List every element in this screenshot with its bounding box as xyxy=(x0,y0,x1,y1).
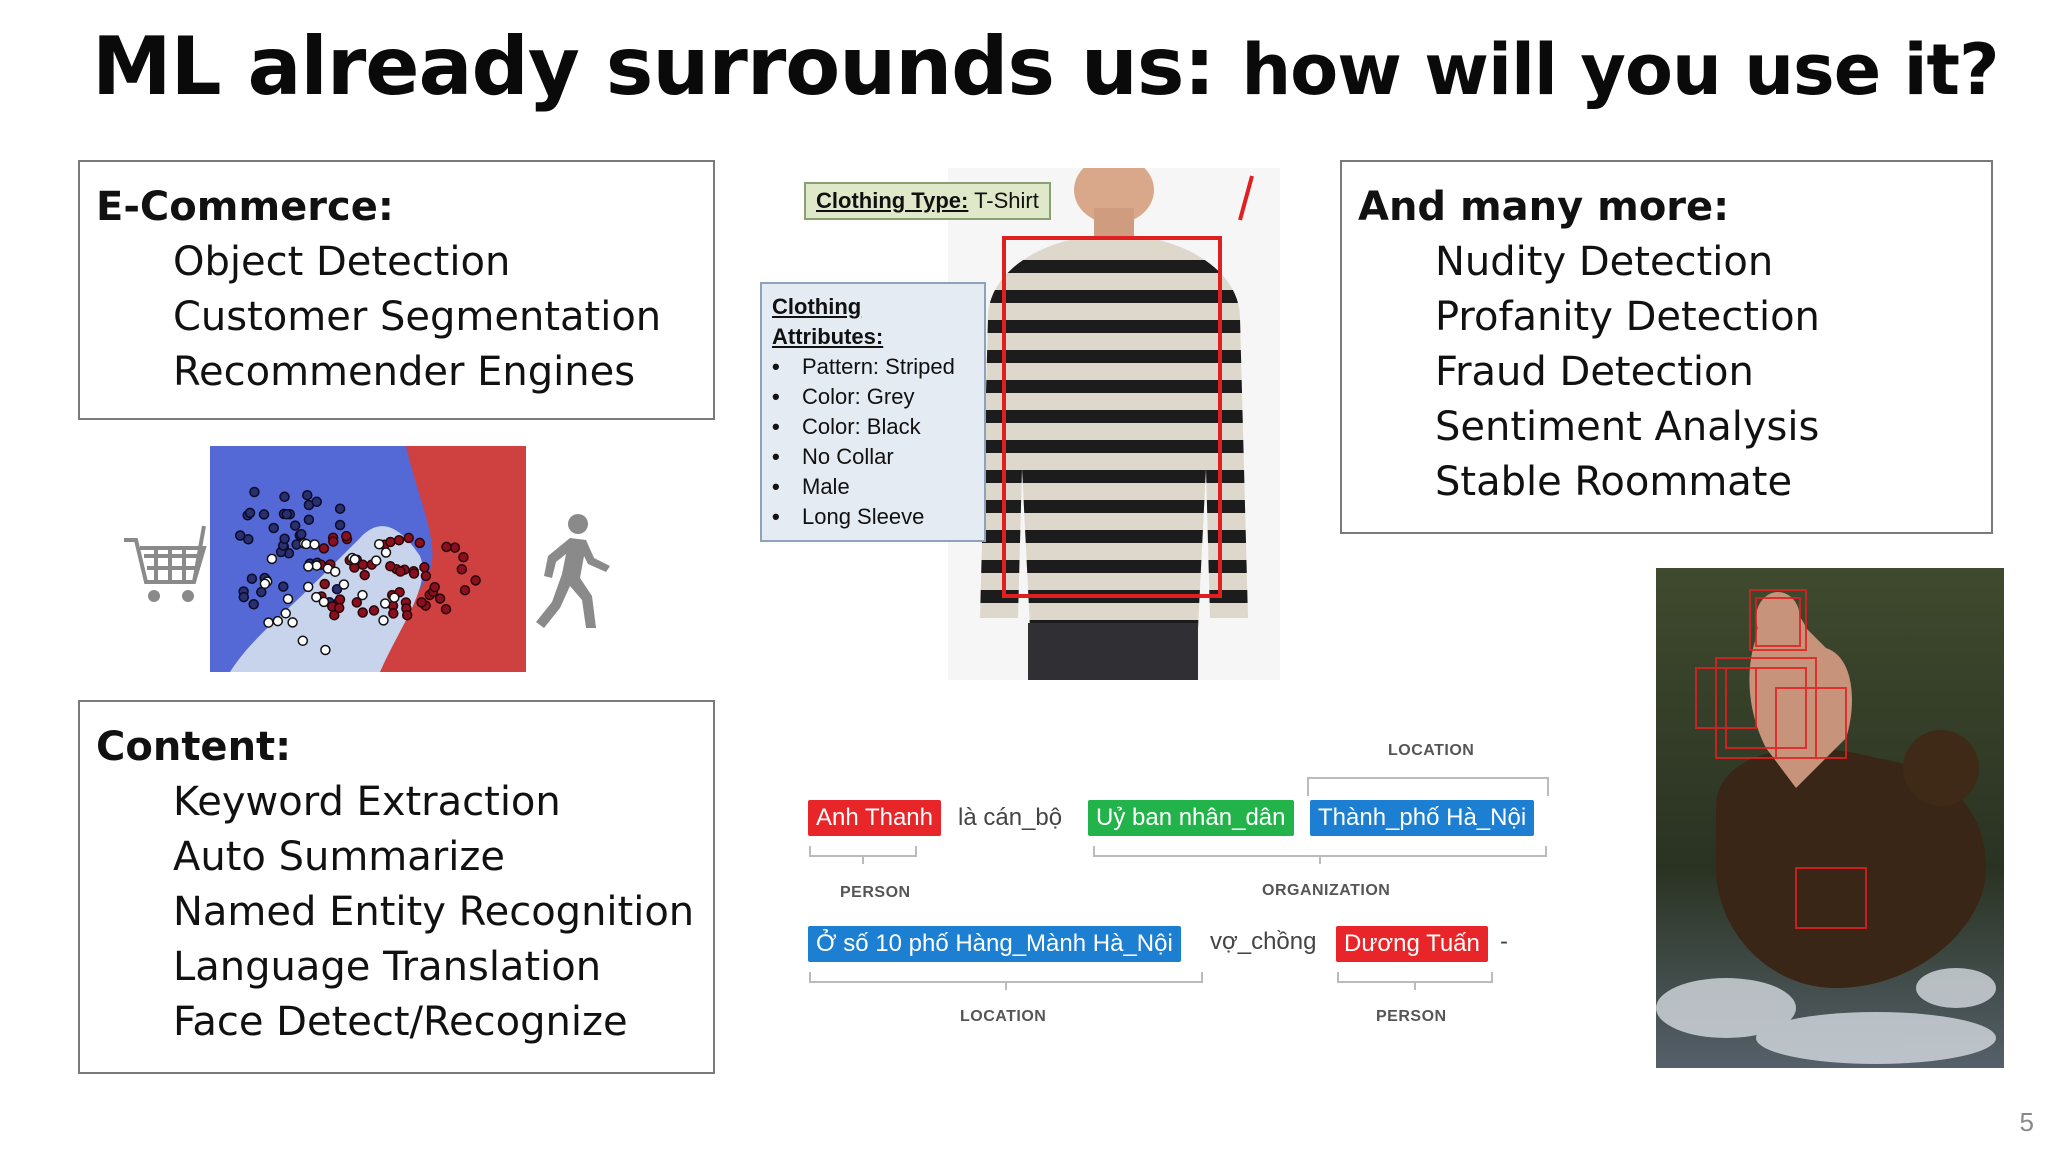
title-main: ML already surrounds us: xyxy=(92,20,1215,113)
walking-person-icon xyxy=(536,514,610,628)
segmentation-plot xyxy=(210,446,526,672)
ner-entity-person-2: Dương Tuấn xyxy=(1336,926,1488,962)
clothing-type-value: T-Shirt xyxy=(974,188,1039,213)
clothing-photo xyxy=(948,168,1280,680)
more-item: Fraud Detection xyxy=(1435,349,1754,395)
clothing-attribute: No Collar xyxy=(772,442,972,472)
ner-plain-dash: - xyxy=(1500,928,1508,955)
ecommerce-item: Customer Segmentation xyxy=(173,294,662,340)
clothing-attribute: Male xyxy=(772,472,972,502)
content-heading: Content: xyxy=(96,724,292,770)
face-detection-photo xyxy=(1656,568,2004,1068)
trousers xyxy=(1028,623,1198,680)
ner-plain-text-2: vợ_chồng xyxy=(1210,928,1317,955)
content-item: Face Detect/Recognize xyxy=(173,999,628,1045)
ner-bracket-person xyxy=(809,846,917,864)
content-box: Content: Keyword Extraction Auto Summari… xyxy=(78,700,715,1074)
ner-entity-organization: Uỷ ban nhân_dân xyxy=(1088,800,1294,836)
ner-bracket-location-2 xyxy=(809,972,1203,990)
water-splash xyxy=(1656,968,1996,1064)
striped-shirt xyxy=(980,238,1248,628)
ner-label-person: PERSON xyxy=(840,884,911,901)
ner-label-location-2: LOCATION xyxy=(960,1008,1047,1025)
more-heading: And many more: xyxy=(1358,184,1730,230)
ecommerce-heading: E-Commerce: xyxy=(96,184,394,230)
ner-bracket-location-top xyxy=(1307,777,1549,796)
more-item: Nudity Detection xyxy=(1435,239,1774,285)
clothing-attribute: Pattern: Striped xyxy=(772,352,972,382)
neutral-points xyxy=(259,538,400,656)
content-item: Language Translation xyxy=(173,944,602,990)
detection-bounding-box xyxy=(1002,236,1222,598)
ner-label-organization: ORGANIZATION xyxy=(1262,882,1391,899)
content-item: Auto Summarize xyxy=(173,834,505,880)
shopping-cart-icon xyxy=(124,525,207,602)
ner-entity-location-2: Ở số 10 phố Hàng_Mành Hà_Nội xyxy=(808,926,1181,962)
clothing-attributes-box: Clothing Attributes: Pattern: Striped Co… xyxy=(760,282,986,542)
ecommerce-box: E-Commerce: Object Detection Customer Se… xyxy=(78,160,715,420)
slide-title: ML already surrounds us: how will you us… xyxy=(92,20,2000,113)
ner-entity-location: Thành_phố Hà_Nội xyxy=(1310,800,1535,836)
ecommerce-item: Object Detection xyxy=(173,239,511,285)
face-detection-boxes xyxy=(1695,589,1867,929)
content-item: Keyword Extraction xyxy=(173,779,561,825)
ner-entity-person: Anh Thanh xyxy=(808,800,941,836)
more-item: Stable Roommate xyxy=(1435,459,1793,505)
ner-bracket-person-2 xyxy=(1337,972,1493,990)
clothing-type-key: Clothing Type: xyxy=(816,188,969,213)
clothing-attribute: Long Sleeve xyxy=(772,502,972,532)
ecommerce-item: Recommender Engines xyxy=(173,349,636,395)
clothing-attribute: Color: Black xyxy=(772,412,972,442)
clothing-attributes-heading: Clothing Attributes: xyxy=(772,294,884,349)
content-item: Named Entity Recognition xyxy=(173,889,695,935)
segment-red-area xyxy=(380,446,526,672)
clothing-type-label: Clothing Type: T-Shirt xyxy=(804,182,1051,220)
more-box: And many more: Nudity Detection Profanit… xyxy=(1340,160,1993,534)
ner-bracket-organization xyxy=(1093,846,1547,864)
ner-label-location-top: LOCATION xyxy=(1388,742,1475,759)
title-sub: how will you use it? xyxy=(1241,29,1999,111)
slide-number: 5 xyxy=(2019,1107,2034,1137)
more-item: Profanity Detection xyxy=(1435,294,1820,340)
ner-label-person-2: PERSON xyxy=(1376,1008,1447,1025)
ner-plain-text: là cán_bộ xyxy=(958,804,1063,831)
clothing-attribute: Color: Grey xyxy=(772,382,972,412)
more-item: Sentiment Analysis xyxy=(1435,404,1820,450)
